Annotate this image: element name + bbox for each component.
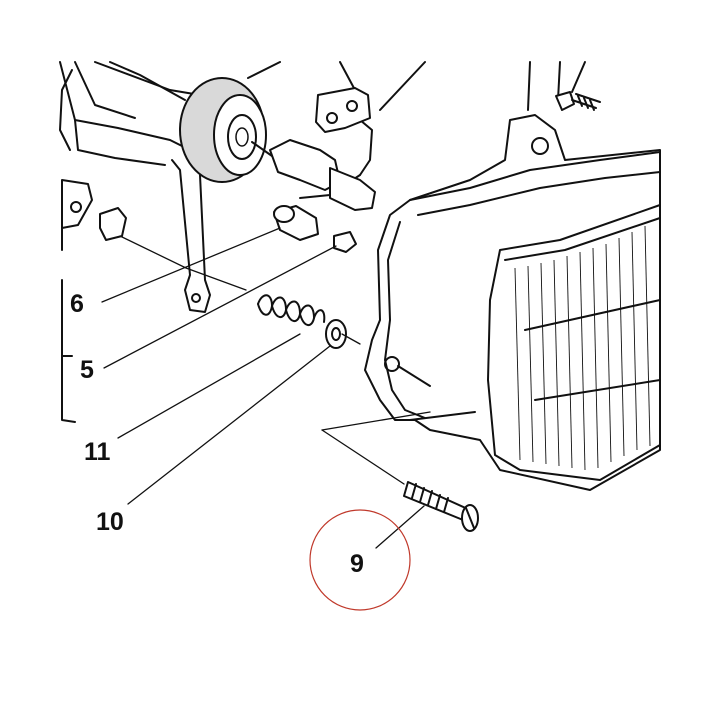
leader-6: [101, 227, 281, 303]
leader-10: [127, 345, 331, 505]
spring: [257, 294, 326, 326]
callout-6: 6: [70, 290, 84, 318]
adjuster-nut: [333, 231, 357, 253]
mounting-frame: [59, 61, 373, 423]
leader-5: [103, 245, 337, 369]
screw: [403, 481, 479, 532]
adjuster-wheel: [179, 61, 281, 183]
headlamp-unit: [364, 61, 661, 491]
bulb-holder: [273, 205, 319, 241]
callout-10: 10: [96, 508, 124, 536]
highlight-circle: [309, 509, 411, 611]
callout-9: 9: [350, 550, 364, 578]
washer: [325, 319, 347, 349]
lens-texture: [514, 225, 651, 471]
callouts: 6 5 11 10 9: [70, 290, 364, 578]
retaining-clip: [99, 207, 127, 241]
leader-9: [375, 505, 425, 549]
callout-11: 11: [84, 438, 111, 466]
bulb: [251, 61, 426, 211]
callout-5: 5: [80, 356, 94, 384]
leader-lines: [101, 227, 431, 549]
leader-11: [117, 333, 301, 439]
